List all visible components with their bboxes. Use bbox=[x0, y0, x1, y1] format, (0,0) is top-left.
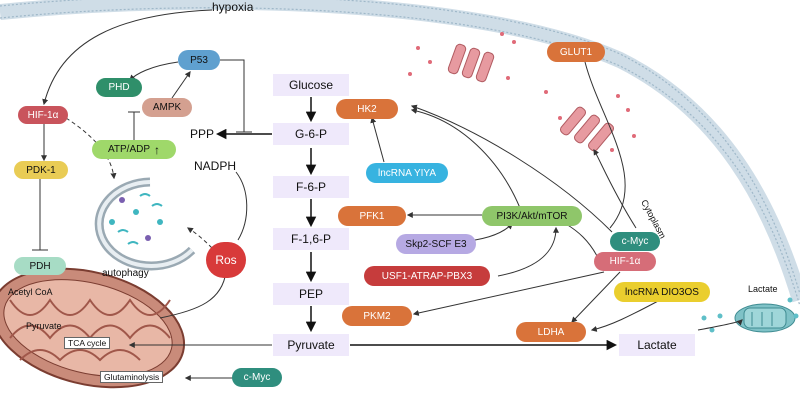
phd-node: PHD bbox=[96, 78, 142, 97]
glutaminolysis-label: Glutaminolysis bbox=[100, 371, 164, 383]
hk2-node: HK2 bbox=[336, 99, 398, 119]
pdk1-node: PDK-1 bbox=[14, 161, 68, 179]
pyruvate-box: Pyruvate bbox=[273, 334, 349, 356]
atp-adp-label: ATP/ADP bbox=[107, 144, 151, 155]
hypoxia-label: hypoxia bbox=[212, 0, 254, 14]
pep-box: PEP bbox=[273, 283, 349, 305]
mito-pyruvate-label: Pyruvate bbox=[26, 321, 62, 331]
pkm2-node: PKM2 bbox=[342, 306, 412, 326]
p53-node: P53 bbox=[178, 50, 220, 70]
glut-transporter-2 bbox=[560, 106, 614, 152]
lactate-dots bbox=[701, 297, 799, 333]
glycolysis-arrows bbox=[215, 97, 618, 351]
lncrna-dio3os-node: lncRNA DIO3OS bbox=[614, 282, 710, 302]
up-arrow-icon: ↑ bbox=[154, 142, 161, 157]
ros-node: Ros bbox=[206, 242, 246, 278]
cmyc-right-node: c-Myc bbox=[610, 232, 660, 251]
pfk1-node: PFK1 bbox=[338, 206, 406, 226]
f6p-box: F-6-P bbox=[273, 176, 349, 198]
pi3k-akt-mtor-node: PI3K/Akt/mTOR bbox=[482, 206, 582, 226]
atp-adp-node: ATP/ADP ↑ bbox=[92, 140, 176, 159]
ldha-node: LDHA bbox=[516, 322, 586, 342]
skp2-scf-e3-node: Skp2-SCF E3 bbox=[396, 234, 476, 254]
autophagy-label: autophagy bbox=[102, 268, 149, 279]
glut1-node: GLUT1 bbox=[547, 42, 605, 62]
lactate-transporter bbox=[734, 303, 796, 333]
glucose-dots bbox=[408, 32, 636, 152]
ampk-node: AMPK bbox=[142, 98, 192, 117]
g6p-box: G-6-P bbox=[273, 123, 349, 145]
usf1-atrap-pbx3-node: USF1-ATRAP-PBX3 bbox=[364, 266, 490, 286]
regulatory-lines bbox=[32, 9, 743, 381]
glut-transporter-1 bbox=[447, 43, 495, 83]
nadph-label: NADPH bbox=[194, 159, 237, 173]
f16p-box: F-1,6-P bbox=[273, 228, 349, 250]
cmyc-bottom-node: c-Myc bbox=[232, 368, 282, 387]
acetyl-coa-label: Acetyl CoA bbox=[8, 287, 53, 297]
ppp-label: PPP bbox=[190, 127, 215, 141]
lactate-out-label: Lactate bbox=[748, 284, 778, 294]
lactate-box: Lactate bbox=[619, 334, 695, 356]
autophagosome bbox=[94, 177, 196, 271]
pdh-node: PDH bbox=[14, 257, 66, 275]
tca-cycle-label: TCA cycle bbox=[64, 337, 111, 349]
glucose-box: Glucose bbox=[273, 74, 349, 96]
hif1a-left-node: HIF-1α bbox=[18, 106, 68, 124]
lncrna-yiya-node: lncRNA YIYA bbox=[366, 163, 448, 183]
mitochondrion bbox=[0, 267, 186, 389]
hif1a-right-node: HIF-1α bbox=[594, 252, 656, 271]
